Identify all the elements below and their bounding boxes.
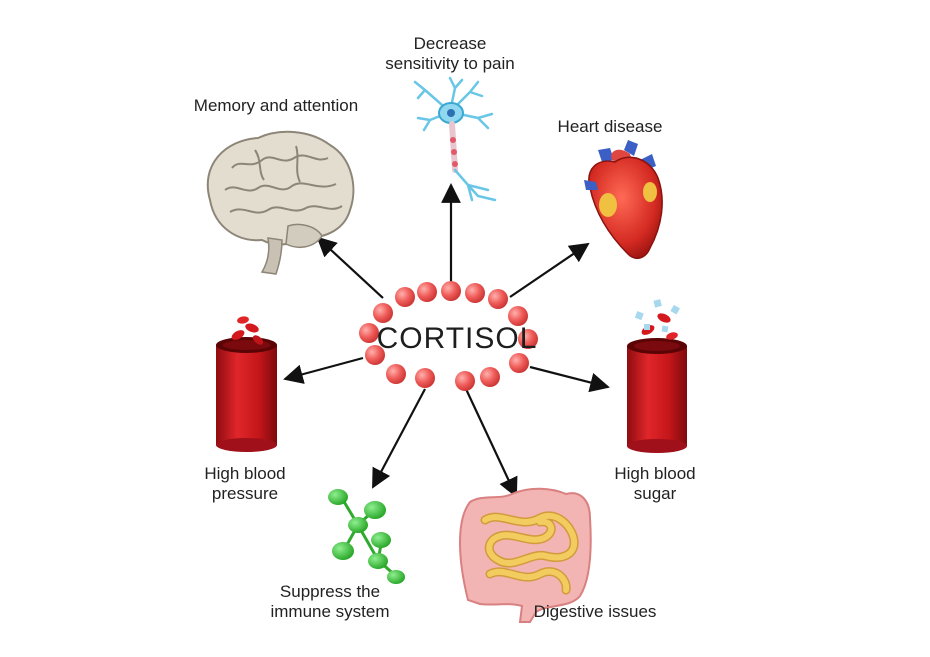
blood-vessel-sugar-icon [627, 299, 687, 453]
molecule-ball [386, 364, 406, 384]
molecule-ball [359, 323, 379, 343]
label-high-blood-pressure: High blood pressure [190, 464, 300, 504]
label-blood-sugar-line2: sugar [633, 484, 677, 503]
label-immune-line2: immune system [270, 602, 390, 621]
label-immune-line1: Suppress the [279, 582, 381, 601]
label-suppress-immune: Suppress the immune system [262, 582, 398, 622]
molecule-ball [465, 283, 485, 303]
blood-vessel-icon [216, 316, 277, 452]
arrow-to-blood-sugar [529, 365, 610, 393]
label-digestive-text: Digestive issues [533, 602, 657, 621]
arrow-to-blood-pressure [283, 356, 364, 384]
molecule-ball [417, 282, 437, 302]
arrows [283, 183, 610, 498]
molecule-ball [373, 303, 393, 323]
brain-icon [206, 130, 355, 275]
heart-icon [584, 140, 663, 259]
arrow-to-immune [372, 388, 426, 489]
arrow-to-memory [316, 236, 384, 299]
intestines-icon [459, 487, 592, 623]
label-memory-text: Memory and attention [193, 96, 359, 115]
molecule-ball [455, 371, 475, 391]
neuron-icon [413, 76, 497, 202]
label-memory-attention: Memory and attention [186, 96, 366, 116]
molecule-ball [509, 353, 529, 373]
label-digestive-issues: Digestive issues [520, 602, 670, 622]
label-decrease-pain-line2: sensitivity to pain [385, 54, 515, 73]
molecule-ball [441, 281, 461, 301]
arrow-to-heart [509, 242, 590, 298]
molecule-ball [480, 367, 500, 387]
molecule-ball [415, 368, 435, 388]
molecule-ball [518, 329, 538, 349]
molecule-ball [395, 287, 415, 307]
label-decrease-pain-line1: Decrease [413, 34, 487, 53]
molecule-ball [365, 345, 385, 365]
label-blood-sugar-line1: High blood [614, 464, 696, 483]
label-high-blood-sugar: High blood sugar [600, 464, 710, 504]
label-heart-disease: Heart disease [550, 117, 670, 137]
label-heart-text: Heart disease [557, 117, 663, 136]
cortisol-label: CORTISOL [376, 322, 538, 355]
label-blood-pressure-line2: pressure [211, 484, 279, 503]
label-decrease-pain: Decrease sensitivity to pain [375, 34, 525, 74]
label-blood-pressure-line1: High blood [204, 464, 286, 483]
cortisol-molecule-ring [359, 281, 538, 391]
molecule-ball [508, 306, 528, 326]
antibody-icon [328, 489, 405, 584]
arrow-to-digestive [465, 388, 518, 498]
molecule-ball [488, 289, 508, 309]
